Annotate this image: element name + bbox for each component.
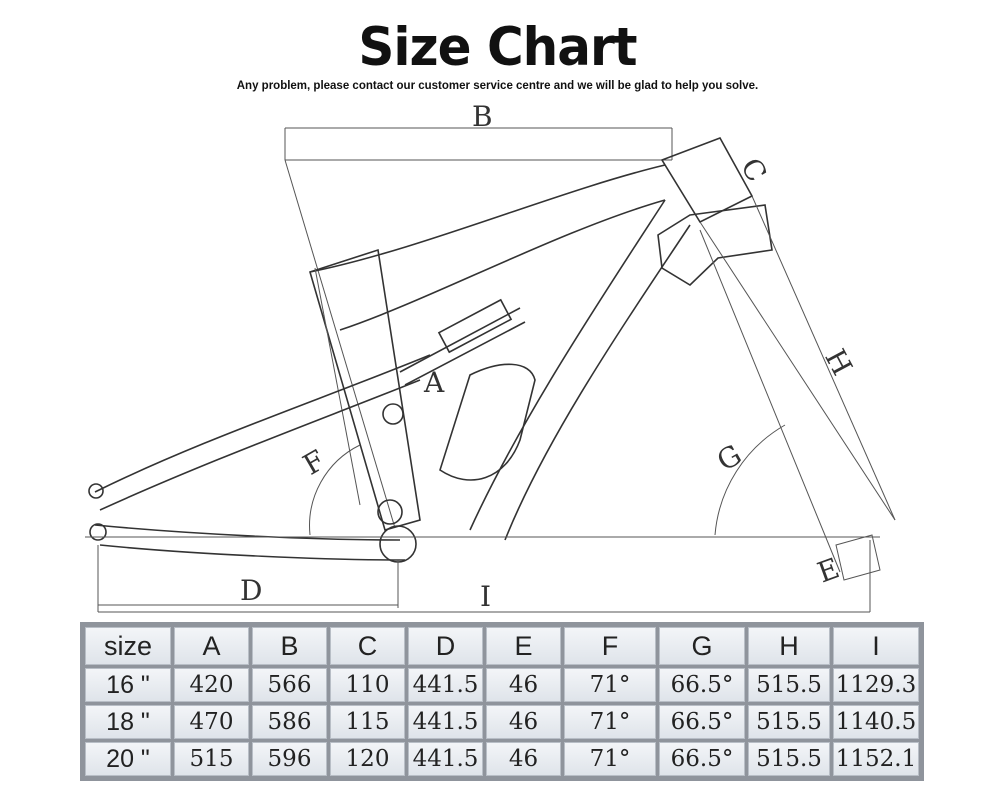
dimension-b xyxy=(284,127,673,529)
cell-f: 71° xyxy=(564,742,656,776)
label-g: G xyxy=(711,438,747,478)
rear-shock xyxy=(399,298,526,386)
cell-b: 586 xyxy=(252,705,327,739)
cell-i: 1140.5 xyxy=(833,705,919,739)
table-row: 16 " 420 566 110 441.5 46 71° 66.5° 515.… xyxy=(85,668,919,702)
label-f: F xyxy=(297,443,330,481)
cell-d: 441.5 xyxy=(408,742,483,776)
bottle-cage xyxy=(439,363,536,481)
cell-h: 515.5 xyxy=(748,705,830,739)
header-g: G xyxy=(659,627,745,665)
header-f: F xyxy=(564,627,656,665)
cell-a: 515 xyxy=(174,742,249,776)
header-a: A xyxy=(174,627,249,665)
label-c: C xyxy=(734,152,773,187)
cell-h: 515.5 xyxy=(748,742,830,776)
header-i: I xyxy=(833,627,919,665)
cell-h: 515.5 xyxy=(748,668,830,702)
cell-b: 566 xyxy=(252,668,327,702)
frame-tubes xyxy=(94,164,691,561)
cell-e: 46 xyxy=(486,742,561,776)
header-size: size xyxy=(85,627,171,665)
cell-c: 120 xyxy=(330,742,405,776)
label-a: A xyxy=(423,366,445,399)
label-b: B xyxy=(472,100,493,133)
cell-c: 115 xyxy=(330,705,405,739)
cell-e: 46 xyxy=(486,705,561,739)
dimension-d xyxy=(98,560,399,608)
header-d: D xyxy=(408,627,483,665)
size-table: size A B C D E F G H I 16 " 420 566 110 … xyxy=(80,622,924,781)
dimension-labels: B C A H F G E D I xyxy=(240,100,859,613)
table-row: 18 " 470 586 115 441.5 46 71° 66.5° 515.… xyxy=(85,705,919,739)
page-subtitle: Any problem, please contact our customer… xyxy=(236,80,759,92)
cell-a: 470 xyxy=(174,705,249,739)
cell-f: 71° xyxy=(564,668,656,702)
pivots xyxy=(88,403,417,563)
label-h: H xyxy=(818,344,859,381)
cell-g: 66.5° xyxy=(659,742,745,776)
table-row: 20 " 515 596 120 441.5 46 71° 66.5° 515.… xyxy=(85,742,919,776)
cell-size: 20 " xyxy=(85,742,171,776)
header-h: H xyxy=(748,627,830,665)
dimension-i xyxy=(85,536,880,613)
cell-g: 66.5° xyxy=(659,705,745,739)
header-c: C xyxy=(330,627,405,665)
header-e: E xyxy=(486,627,561,665)
cell-i: 1152.1 xyxy=(833,742,919,776)
fork-dimension-h xyxy=(699,195,896,573)
cell-b: 596 xyxy=(252,742,327,776)
cell-d: 441.5 xyxy=(408,705,483,739)
label-d: D xyxy=(240,574,262,607)
dimension-e xyxy=(835,534,881,581)
cell-c: 110 xyxy=(330,668,405,702)
cell-size: 16 " xyxy=(85,668,171,702)
cell-d: 441.5 xyxy=(408,668,483,702)
cell-f: 71° xyxy=(564,705,656,739)
page-title: Size Chart xyxy=(358,16,637,78)
bike-frame-diagram: B C A H F G E D I xyxy=(85,100,896,613)
cell-e: 46 xyxy=(486,668,561,702)
cell-a: 420 xyxy=(174,668,249,702)
table-header-row: size A B C D E F G H I xyxy=(85,627,919,665)
angle-arcs xyxy=(309,424,786,536)
label-i: I xyxy=(480,580,491,613)
cell-size: 18 " xyxy=(85,705,171,739)
cell-i: 1129.3 xyxy=(833,668,919,702)
cell-g: 66.5° xyxy=(659,668,745,702)
header-b: B xyxy=(252,627,327,665)
